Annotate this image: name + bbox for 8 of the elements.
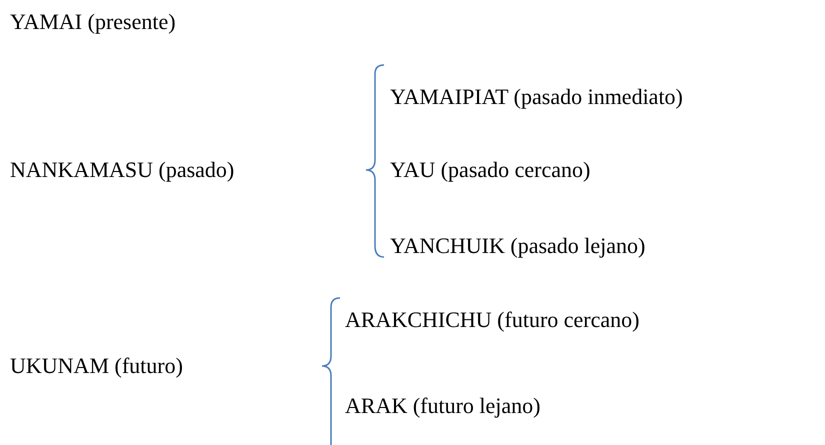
term-label: NANKAMASU (pasado) (10, 157, 234, 183)
term-label: UKUNAM (futuro) (10, 353, 183, 379)
term-label: YANCHUIK (pasado lejano) (390, 233, 646, 259)
term-label: YAMAI (presente) (10, 9, 176, 35)
term-label: ARAKCHICHU (futuro cercano) (345, 307, 640, 333)
term-label: ARAK (futuro lejano) (345, 393, 541, 419)
term-label: YAU (pasado cercano) (390, 157, 590, 183)
term-label: YAMAIPIAT (pasado inmediato) (390, 84, 683, 110)
